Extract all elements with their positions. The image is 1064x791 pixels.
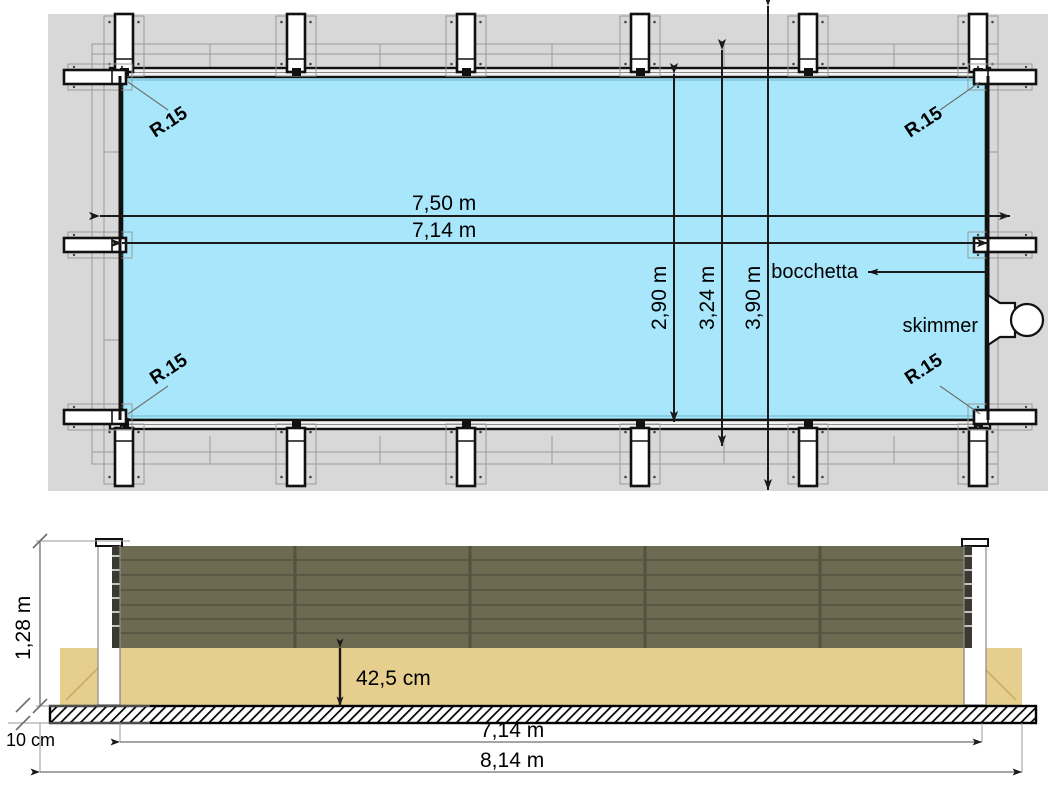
- dimension-elevation-inner-length-label: 7,14 m: [480, 719, 544, 742]
- plan-view: R.15 R.15 R.15 R.15 7,50 m 7,14 m 2,90 m…: [48, 0, 1048, 491]
- dimension-slab-height-label: 10 cm: [6, 730, 55, 750]
- plan-post: [275, 421, 317, 488]
- bottom-beam-rail: [108, 418, 992, 431]
- plan-post: [787, 421, 829, 488]
- wood-panel-joints: [293, 546, 822, 648]
- dimension-sand-height-label: 42,5 cm: [356, 667, 431, 690]
- elevation-view: 1,28 m 10 cm 42,5 cm 7,14 m 8,14 m: [6, 533, 1038, 776]
- dimension-mid-width-label: 3,24 m: [696, 266, 719, 330]
- plan-post: [445, 12, 487, 77]
- bocchetta-label: bocchetta: [771, 261, 859, 283]
- top-beam-rail: [108, 66, 992, 79]
- plan-beam: [967, 63, 1038, 91]
- dimension-slab-height: 10 cm: [6, 697, 55, 750]
- pool-inner-edge: [128, 79, 974, 417]
- dimension-inner-width-label: 2,90 m: [648, 266, 671, 330]
- plan-beam: [62, 63, 133, 91]
- plan-right-beams: [967, 63, 1038, 431]
- dimension-sand-height: 42,5 cm: [336, 638, 431, 706]
- dimension-outer-width: 3,90 m: [742, 0, 773, 490]
- plan-post: [787, 12, 829, 77]
- dimension-outer-length: 7,50 m: [89, 192, 1010, 221]
- dimension-elevation-outer-length: 8,14 m: [30, 749, 1022, 776]
- plan-left-beams: [62, 63, 133, 431]
- plan-post: [275, 12, 317, 77]
- plan-post: [619, 421, 661, 488]
- dimension-outer-width-label: 3,90 m: [742, 266, 765, 330]
- plan-construction-outline: [91, 43, 999, 465]
- dimension-elevation-outer-length-label: 8,14 m: [480, 749, 544, 772]
- concrete-slab: [48, 704, 1038, 725]
- bocchetta-callout: bocchetta: [771, 261, 988, 283]
- elevation-left-post: [95, 538, 123, 706]
- elevation-extension-lines: [8, 540, 1023, 772]
- plan-post: [445, 421, 487, 488]
- wood-wall-panel: [118, 546, 966, 648]
- pool-water: [120, 74, 988, 422]
- dimension-elevation-inner-length: 7,14 m: [110, 719, 982, 746]
- plan-post: [619, 12, 661, 77]
- plan-top-posts: [103, 12, 999, 77]
- dimension-wall-height-label: 1,28 m: [12, 596, 35, 660]
- dimension-inner-length-label: 7,14 m: [412, 219, 476, 242]
- elevation-right-post: [961, 538, 989, 706]
- skimmer-fitting: [986, 292, 1045, 348]
- dimension-inner-length: 7,14 m: [111, 219, 988, 248]
- dimension-inner-width: 2,90 m: [648, 63, 679, 422]
- sand-bed: [60, 648, 1022, 706]
- plan-beam: [62, 403, 133, 431]
- dimension-mid-width: 3,24 m: [696, 39, 727, 446]
- dimension-wall-height: 1,28 m: [12, 533, 48, 714]
- skimmer-label: skimmer: [902, 315, 978, 337]
- dimension-outer-length-label: 7,50 m: [412, 192, 476, 215]
- radius-leader-lines: [127, 81, 981, 415]
- wood-plank-lines: [118, 559, 966, 634]
